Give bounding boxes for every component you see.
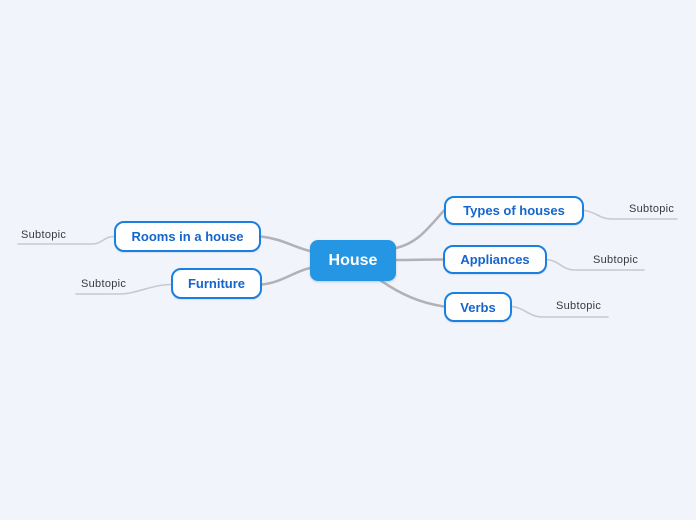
connector-root-furniture [260, 266, 312, 286]
subtopic-label-types[interactable]: Subtopic [629, 203, 675, 215]
branch-node-appliances[interactable]: Appliances [443, 245, 547, 274]
branch-node-verbs[interactable]: Verbs [444, 292, 512, 322]
subtopic-label-furniture[interactable]: Subtopic [81, 278, 127, 290]
branch-node-types-of-houses[interactable]: Types of houses [444, 196, 584, 225]
branch-node-furniture[interactable]: Furniture [171, 268, 262, 299]
connector-root-rooms [259, 235, 312, 253]
connector-root-verbs [378, 278, 446, 308]
connector-root-types [394, 209, 446, 250]
root-topic-node-house[interactable]: House [310, 240, 396, 281]
subtopic-label-appliances[interactable]: Subtopic [593, 254, 639, 266]
subtopic-label-verbs[interactable]: Subtopic [556, 300, 602, 312]
branch-node-rooms-in-a-house[interactable]: Rooms in a house [114, 221, 261, 252]
subtopic-label-rooms[interactable]: Subtopic [21, 229, 67, 241]
connector-root-appliances [394, 258, 445, 262]
